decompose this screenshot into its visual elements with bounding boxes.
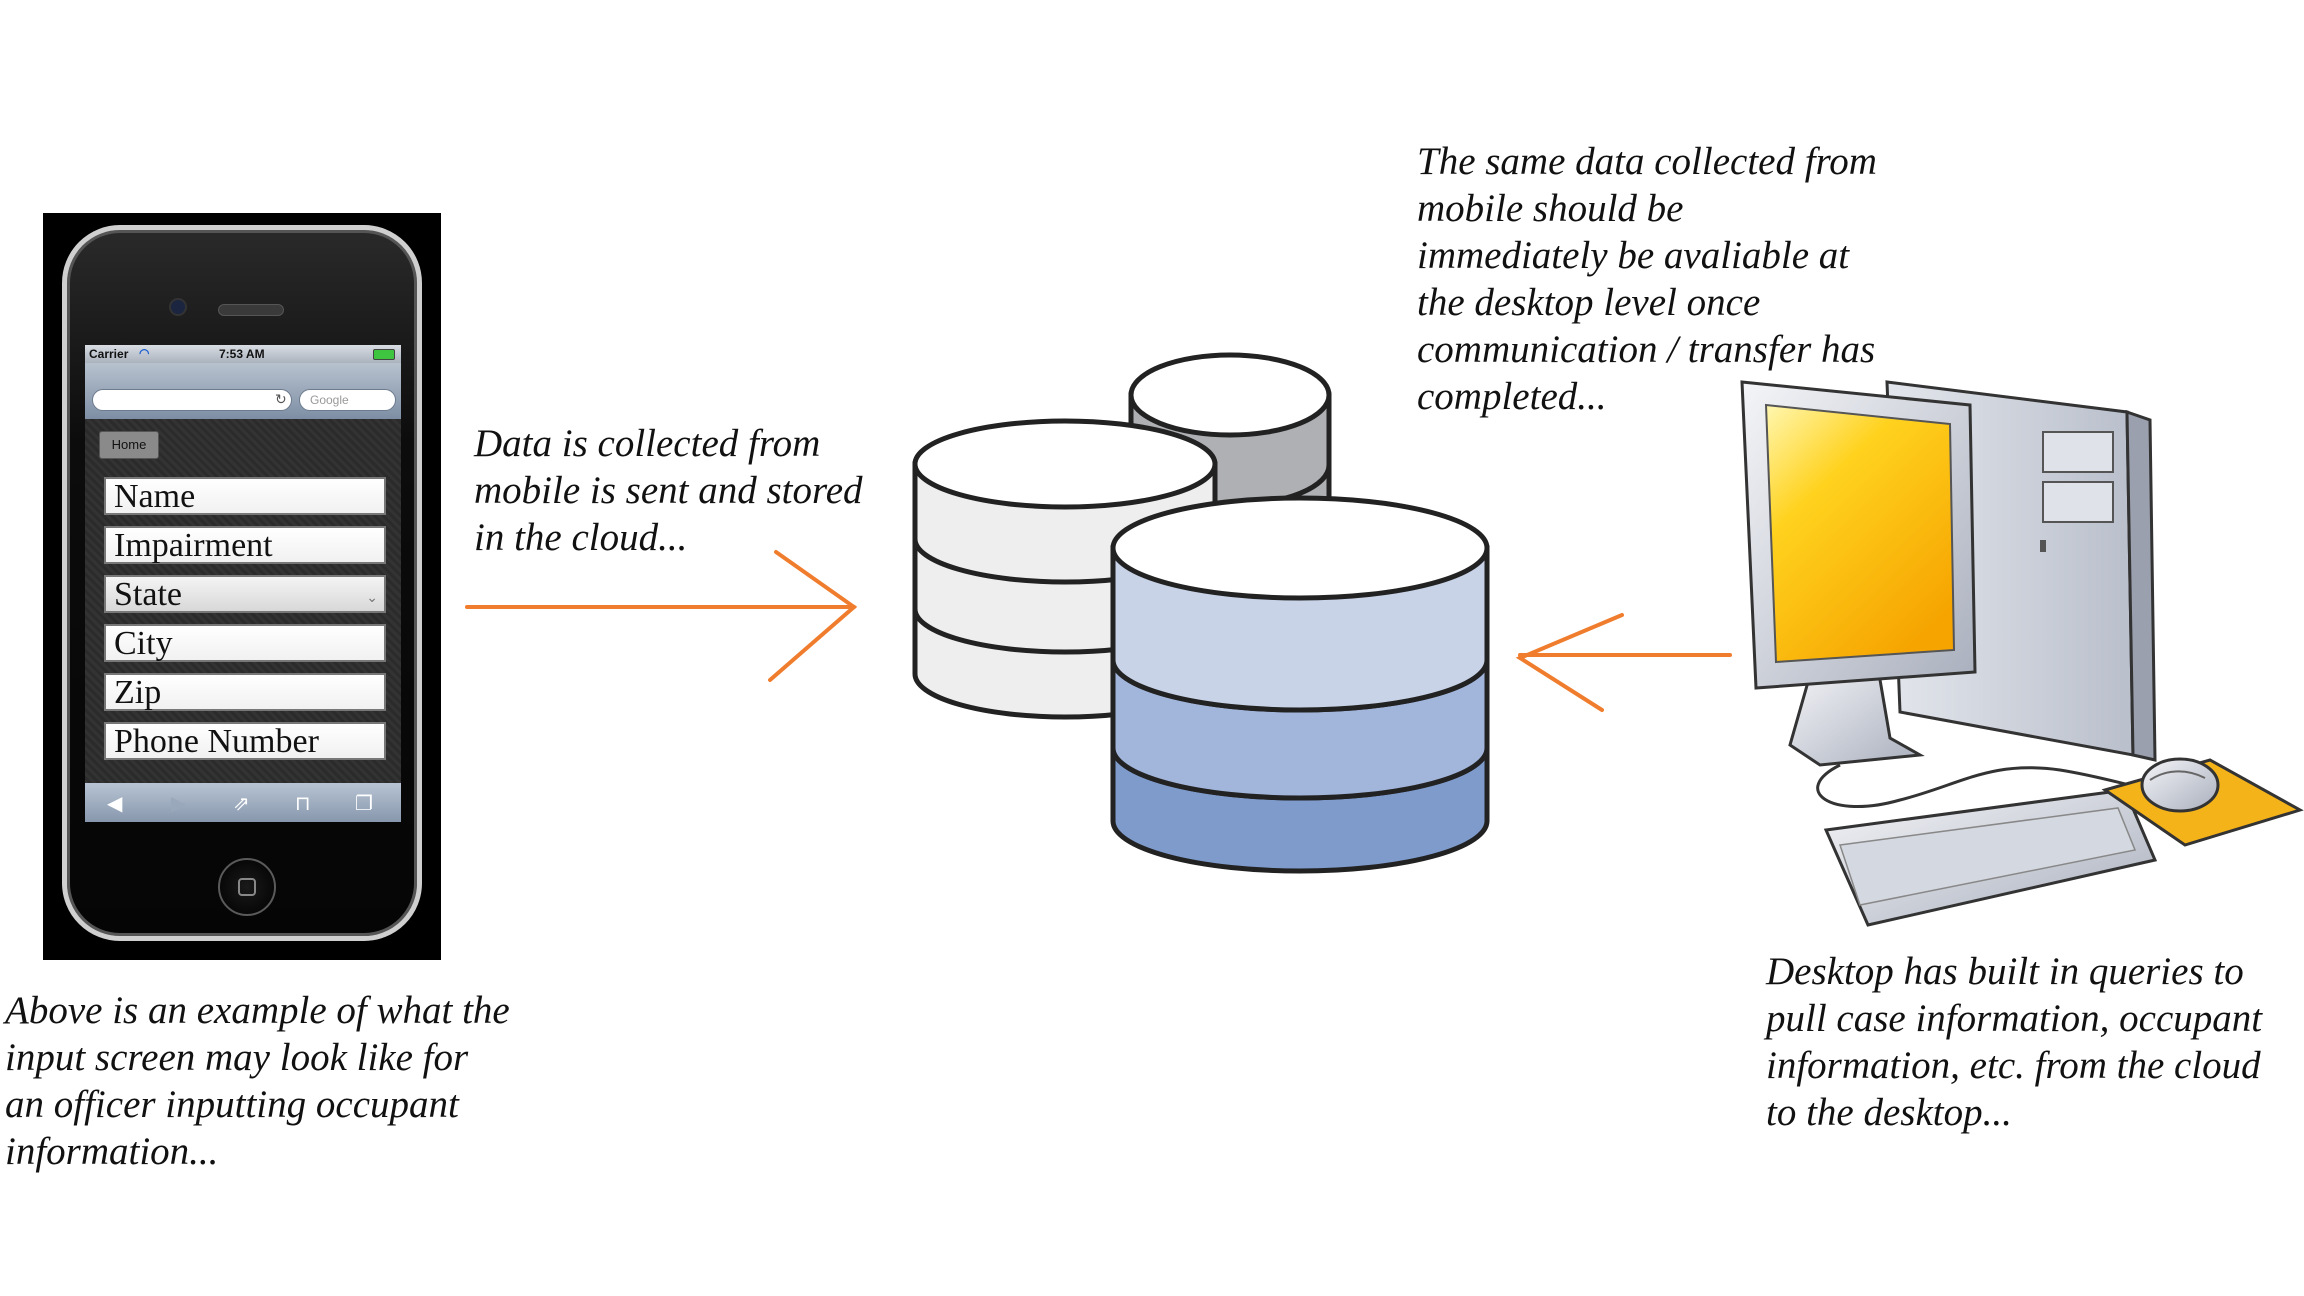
phone-home-button[interactable] <box>218 858 276 916</box>
page-content: Home Name Impairment State ⌄ City <box>85 419 401 822</box>
database-icon <box>912 352 1490 874</box>
database-cylinder-front <box>1110 495 1490 874</box>
forward-icon[interactable]: ▶ <box>171 791 187 815</box>
search-input[interactable]: Google <box>299 389 396 411</box>
battery-icon <box>373 349 395 360</box>
phone-screen: Carrier ◠ 7:53 AM ↻ Google Home Name Imp… <box>85 345 401 822</box>
browser-toolbar: ◀ ▶ ⇗ ⊓ ❐ <box>85 783 401 822</box>
home-square-icon <box>238 878 256 896</box>
city-field[interactable]: City <box>104 624 386 662</box>
occupant-form: Name Impairment State ⌄ City Zip <box>104 477 386 771</box>
caption-desktop-sync: The same data collected from mobile shou… <box>1417 140 1877 418</box>
phone-number-field[interactable]: Phone Number <box>104 722 386 760</box>
url-field[interactable] <box>92 389 292 411</box>
bookmarks-icon[interactable]: ⊓ <box>295 791 311 815</box>
reload-icon[interactable]: ↻ <box>275 392 287 408</box>
browser-bar: ↻ Google <box>85 363 401 419</box>
tabs-icon[interactable]: ❐ <box>355 791 373 815</box>
camera-icon <box>169 298 187 316</box>
field-label: Zip <box>114 674 162 711</box>
home-button[interactable]: Home <box>99 431 159 459</box>
zip-field[interactable]: Zip <box>104 673 386 711</box>
caption-desktop-queries: Desktop has built in queries to pull cas… <box>1766 950 2263 1134</box>
caption-mobile-to-cloud: Data is collected from mobile is sent an… <box>474 422 863 559</box>
status-carrier: Carrier <box>89 347 129 361</box>
back-icon[interactable]: ◀ <box>107 791 123 815</box>
status-time: 7:53 AM <box>219 347 265 361</box>
phone-body: Carrier ◠ 7:53 AM ↻ Google Home Name Imp… <box>62 225 422 941</box>
phone-illustration: Carrier ◠ 7:53 AM ↻ Google Home Name Imp… <box>43 213 441 960</box>
state-select[interactable]: State ⌄ <box>104 575 386 613</box>
field-label: City <box>114 625 173 662</box>
caption-mobile-example: Above is an example of what the input sc… <box>5 989 510 1173</box>
wifi-icon: ◠ <box>139 346 150 360</box>
arrow-mobile-to-cloud <box>465 550 858 682</box>
share-icon[interactable]: ⇗ <box>233 791 250 815</box>
field-label: State <box>114 576 182 613</box>
field-label: Phone Number <box>114 723 319 760</box>
chevron-down-icon: ⌄ <box>366 590 378 606</box>
status-bar: Carrier ◠ 7:53 AM <box>85 345 401 363</box>
name-field[interactable]: Name <box>104 477 386 515</box>
impairment-field[interactable]: Impairment <box>104 526 386 564</box>
arrow-desktop-to-cloud <box>1515 613 1732 712</box>
field-label: Name <box>114 478 196 515</box>
field-label: Impairment <box>114 527 273 564</box>
speaker-icon <box>218 304 284 316</box>
desktop-computer-icon <box>1740 380 2304 927</box>
